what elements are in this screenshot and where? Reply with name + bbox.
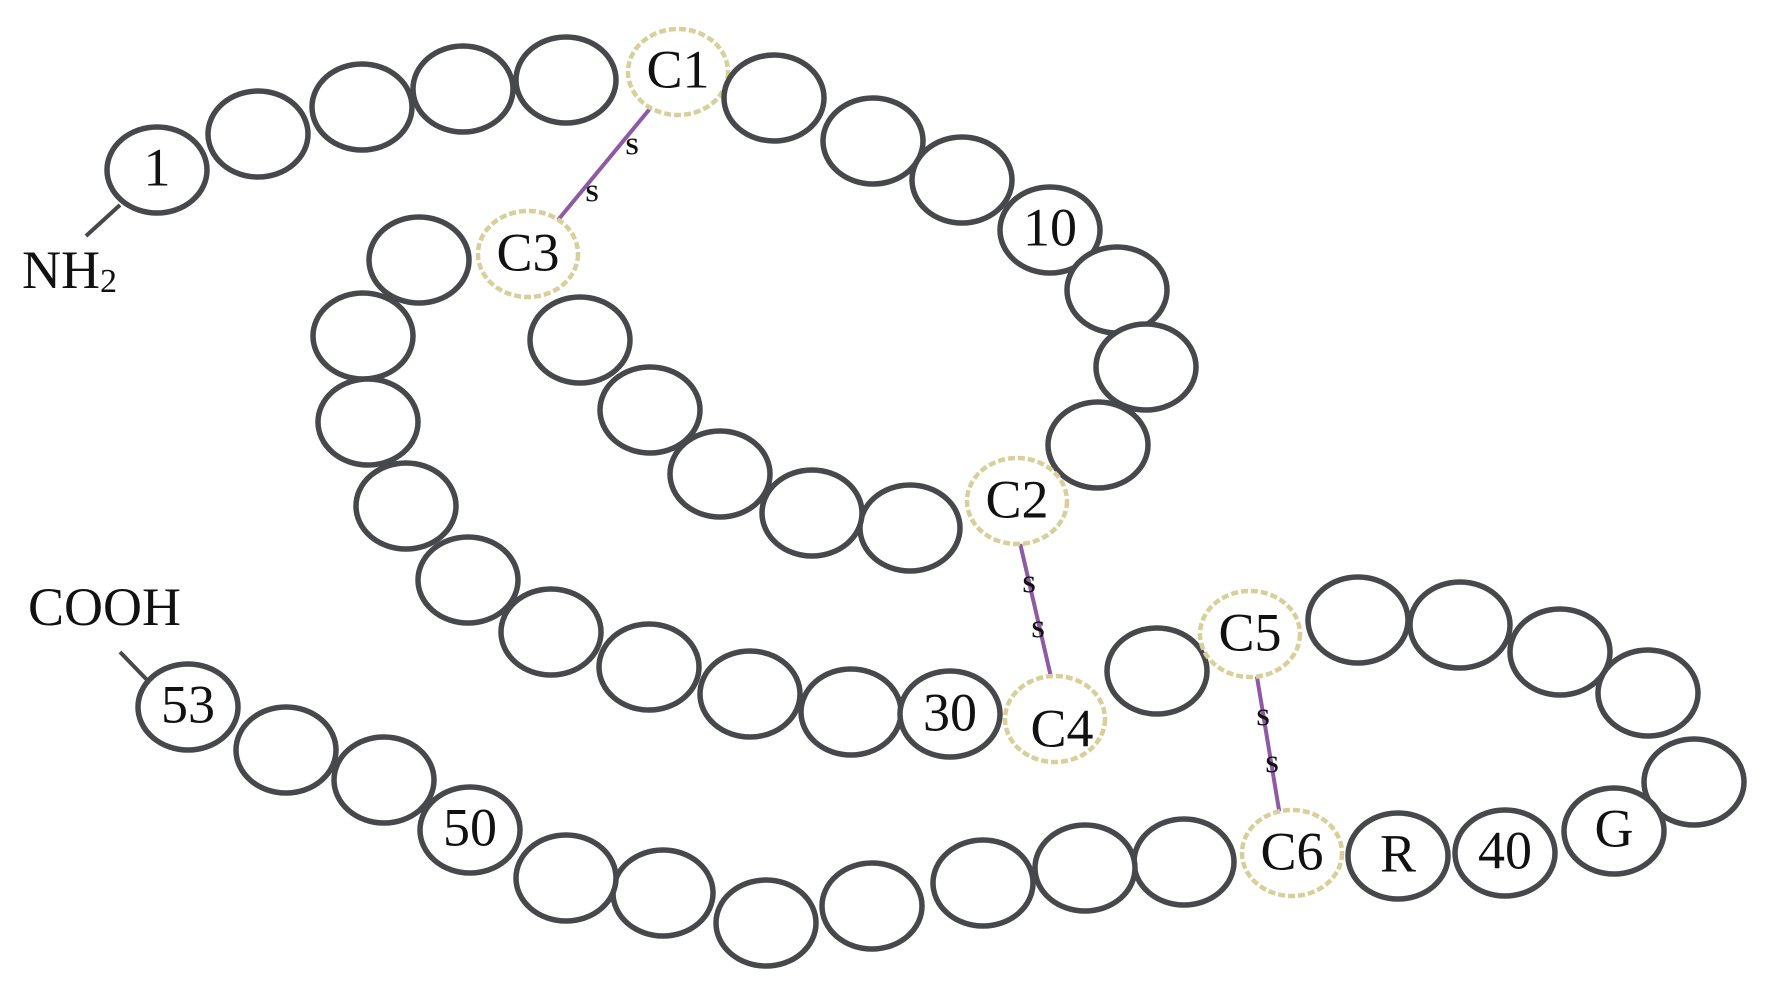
residue-bead bbox=[667, 428, 773, 520]
residue-bead bbox=[997, 184, 1103, 276]
n-terminus-connector bbox=[84, 203, 122, 238]
residue-label-10: 10 bbox=[1023, 197, 1077, 257]
residue-bead bbox=[759, 467, 865, 559]
residue-bead bbox=[798, 666, 904, 758]
residue-bead bbox=[1305, 574, 1411, 666]
residue-bead bbox=[596, 621, 702, 713]
residue-bead bbox=[819, 860, 925, 952]
residue-label-50: 50 bbox=[443, 797, 497, 857]
residue-bead bbox=[205, 88, 311, 180]
residue-labels: 1 C1 10 C2 C3 30 C4 C5 G 40 R C6 50 53 bbox=[144, 39, 1634, 883]
residue-label-c6: C6 bbox=[1260, 821, 1323, 881]
residue-label-1: 1 bbox=[144, 137, 171, 197]
residue-label-c5: C5 bbox=[1218, 602, 1281, 662]
sulfur-label: S bbox=[1256, 706, 1269, 732]
residue-bead bbox=[353, 460, 459, 552]
residue-bead bbox=[697, 648, 803, 740]
residue-bead bbox=[513, 832, 619, 924]
residue-bead bbox=[309, 61, 415, 153]
residue-bead bbox=[1104, 625, 1210, 717]
sulfur-label: S bbox=[585, 182, 598, 208]
residue-bead bbox=[610, 847, 716, 939]
residue-bead bbox=[857, 482, 963, 574]
bond-line bbox=[1255, 675, 1281, 812]
residue-chain bbox=[104, 26, 1747, 969]
residue-bead bbox=[366, 214, 472, 306]
residue-label-c1: C1 bbox=[646, 39, 709, 99]
cysteine-bead-c3 bbox=[475, 208, 581, 300]
residue-label-c3: C3 bbox=[496, 222, 559, 282]
n-terminus-label: NH2 bbox=[22, 240, 117, 300]
residue-label-53: 53 bbox=[161, 674, 215, 734]
disulfide-bond-c5-c6: S S bbox=[1255, 675, 1281, 812]
residue-bead bbox=[930, 837, 1036, 929]
cysteine-bead-c5 bbox=[1197, 588, 1303, 680]
bond-line bbox=[556, 103, 655, 222]
cysteine-bead-c1 bbox=[625, 26, 731, 118]
residue-label-r: R bbox=[1380, 823, 1416, 883]
cysteine-bead-c2 bbox=[964, 455, 1070, 547]
residue-label-c4: C4 bbox=[1030, 698, 1093, 758]
residue-bead bbox=[1045, 399, 1151, 491]
residue-bead bbox=[1093, 321, 1199, 413]
sulfur-label: S bbox=[1031, 618, 1044, 644]
residue-bead bbox=[597, 364, 703, 456]
residue-bead bbox=[1064, 244, 1170, 336]
residue-bead bbox=[909, 134, 1015, 226]
residue-bead bbox=[415, 534, 521, 626]
residue-bead bbox=[713, 877, 819, 969]
bond-line bbox=[1018, 541, 1053, 679]
sulfur-label: S bbox=[1265, 753, 1278, 779]
residue-bead bbox=[1345, 810, 1451, 902]
residue-bead bbox=[1595, 647, 1701, 739]
cysteine-bead-c6 bbox=[1239, 807, 1345, 899]
residue-bead bbox=[331, 734, 437, 826]
residue-bead bbox=[410, 43, 516, 135]
residue-bead bbox=[1452, 807, 1558, 899]
residue-bead bbox=[527, 294, 633, 386]
residue-label-c2: C2 bbox=[985, 469, 1048, 529]
residue-bead bbox=[315, 376, 421, 468]
residue-bead bbox=[233, 704, 339, 796]
residue-bead bbox=[1131, 816, 1237, 908]
c-terminus-label: COOH bbox=[28, 577, 181, 637]
cysteine-bead-c4 bbox=[1002, 673, 1108, 765]
residue-bead bbox=[1507, 606, 1613, 698]
residue-bead bbox=[1407, 579, 1513, 671]
c-terminus-connector bbox=[118, 650, 152, 685]
residue-bead bbox=[1641, 736, 1747, 828]
residue-bead bbox=[897, 668, 1003, 760]
disulfide-bond-c1-c3: S S bbox=[556, 103, 655, 222]
residue-bead bbox=[310, 290, 416, 382]
residue-label-30: 30 bbox=[923, 682, 977, 742]
sulfur-label: S bbox=[1022, 573, 1035, 599]
residue-bead bbox=[1561, 785, 1667, 877]
residue-bead bbox=[104, 124, 210, 216]
residue-bead bbox=[513, 34, 619, 126]
residue-bead bbox=[417, 784, 523, 876]
residue-bead bbox=[820, 95, 926, 187]
disulfide-bond-c2-c4: S S bbox=[1018, 541, 1053, 679]
residue-bead bbox=[1032, 822, 1138, 914]
sulfur-label: S bbox=[625, 135, 638, 161]
residue-bead bbox=[135, 661, 241, 753]
residue-label-g: G bbox=[1595, 798, 1634, 858]
residue-bead bbox=[498, 586, 604, 678]
residue-bead bbox=[721, 52, 827, 144]
residue-label-40: 40 bbox=[1478, 820, 1532, 880]
